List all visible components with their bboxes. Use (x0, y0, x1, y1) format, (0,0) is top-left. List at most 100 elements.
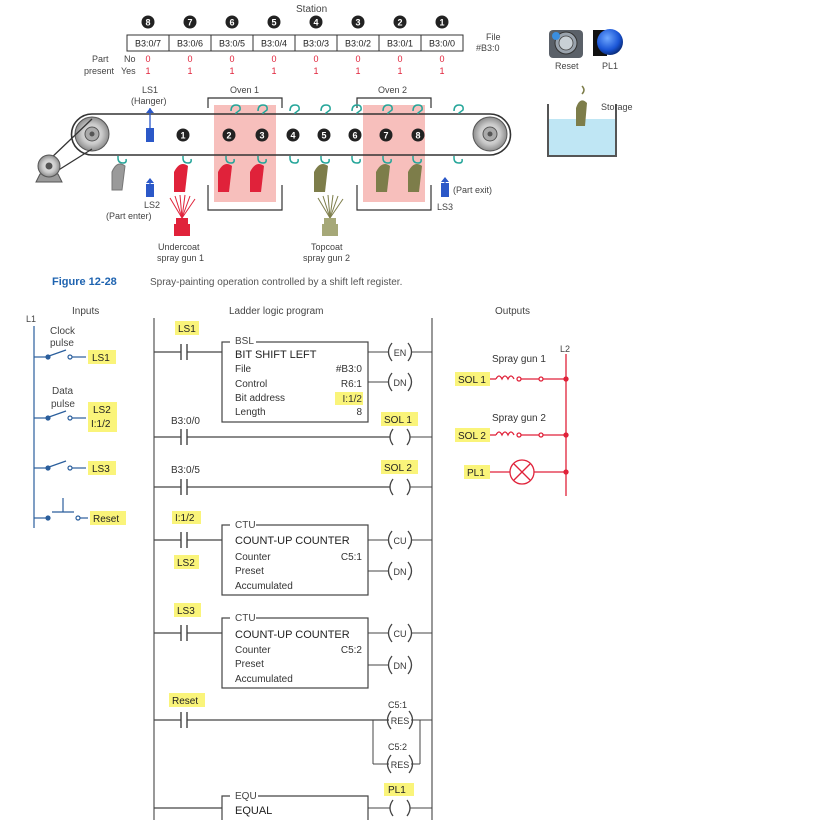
svg-text:0: 0 (229, 54, 234, 64)
hooks (117, 104, 464, 164)
conveyor (70, 113, 512, 156)
part-label: Part (92, 54, 109, 64)
pilot-light-icon (593, 29, 623, 56)
svg-text:Control: Control (235, 379, 267, 390)
svg-text:LS3: LS3 (177, 606, 195, 617)
svg-text:0: 0 (355, 54, 360, 64)
svg-text:8: 8 (356, 407, 362, 418)
inputs-panel: L1 Clock pulse LS1 Data pulse LS2 I:1/2 (26, 314, 126, 528)
outputs-panel: L2 Spray gun 1 SOL 1 Spray gun 2 SOL 2 P… (455, 344, 570, 496)
svg-text:0: 0 (313, 54, 318, 64)
svg-text:Preset: Preset (235, 659, 264, 670)
svg-text:Clock: Clock (50, 326, 76, 337)
svg-text:C5:1: C5:1 (341, 552, 363, 563)
svg-text:COUNT-UP COUNTER: COUNT-UP COUNTER (235, 535, 350, 547)
ctu1-instruction-box (221, 524, 369, 596)
svg-text:DN: DN (394, 378, 407, 388)
svg-text:6: 6 (352, 131, 357, 141)
station-number: 8 (145, 18, 150, 28)
station-number: 4 (313, 18, 318, 28)
svg-text:0: 0 (145, 54, 150, 64)
station-number: 5 (271, 18, 276, 28)
svg-text:Preset: Preset (235, 566, 264, 577)
svg-text:2: 2 (226, 131, 231, 141)
bsl-instruction-box (221, 341, 369, 423)
svg-text:BSL: BSL (235, 336, 254, 347)
svg-text:C5:1: C5:1 (388, 700, 407, 710)
ls1-hanger-label: (Hanger) (131, 96, 167, 106)
svg-text:LS2: LS2 (177, 558, 195, 569)
pl1-label: PL1 (602, 61, 618, 71)
svg-text:#B3:0: #B3:0 (336, 364, 363, 375)
svg-text:SOL 1: SOL 1 (458, 375, 486, 386)
storage-label: Storage (601, 102, 633, 112)
svg-text:7: 7 (383, 131, 388, 141)
svg-text:PL1: PL1 (467, 468, 485, 479)
part-exit-label: (Part exit) (453, 185, 492, 195)
rung-sol2: B3:0/5 SOL 2 (154, 460, 432, 496)
svg-text:EN: EN (394, 348, 407, 358)
ls2-label: LS2 (144, 200, 160, 210)
file-bit: B3:0/7 (135, 39, 161, 49)
rung-sol1: B3:0/0 SOL 1 (154, 412, 432, 446)
svg-text:SOL 2: SOL 2 (458, 431, 486, 442)
figure-label: Figure 12-28 (52, 276, 117, 288)
file-bit: B3:0/4 (261, 39, 287, 49)
station-header: Station 8 7 6 5 4 3 2 1 B3:0/7 B3:0/6 B3… (84, 4, 501, 76)
svg-text:3: 3 (259, 131, 264, 141)
svg-text:Counter: Counter (235, 645, 271, 656)
station-label: Station (296, 4, 327, 15)
l2-label: L2 (560, 344, 570, 354)
svg-text:EQUAL: EQUAL (235, 805, 272, 817)
svg-text:LS1: LS1 (178, 324, 196, 335)
svg-text:LS1: LS1 (92, 353, 110, 364)
file-bit: B3:0/3 (303, 39, 329, 49)
file-bit: B3:0/2 (345, 39, 371, 49)
part-enter-label: (Part enter) (106, 211, 152, 221)
reset-pushbutton-icon (549, 30, 583, 58)
svg-text:DN: DN (394, 661, 407, 671)
station-number: 2 (397, 18, 402, 28)
rung-reset: Reset C5:1 RES C5:2 RES (154, 693, 432, 774)
svg-text:I:1/2: I:1/2 (91, 419, 111, 430)
oven-2 (356, 97, 432, 211)
svg-text:SOL 1: SOL 1 (384, 415, 412, 426)
svg-text:C5:2: C5:2 (388, 742, 407, 752)
solenoid-1-icon (490, 375, 569, 382)
station-number: 3 (355, 18, 360, 28)
file-bit: B3:0/0 (429, 39, 455, 49)
yes-label: Yes (121, 66, 136, 76)
svg-text:1: 1 (397, 66, 402, 76)
topcoat-gun-label: spray gun 2 (303, 253, 350, 263)
svg-text:1: 1 (229, 66, 234, 76)
svg-text:CTU: CTU (235, 520, 256, 531)
svg-text:BIT SHIFT LEFT: BIT SHIFT LEFT (235, 349, 317, 361)
svg-text:1: 1 (187, 66, 192, 76)
svg-text:SOL 2: SOL 2 (384, 463, 412, 474)
svg-text:DN: DN (394, 567, 407, 577)
svg-text:LS3: LS3 (92, 464, 110, 475)
svg-text:5: 5 (321, 131, 326, 141)
oven2-label: Oven 2 (378, 85, 407, 95)
topcoat-label: Topcoat (311, 242, 343, 252)
svg-text:1: 1 (145, 66, 150, 76)
rung-ctu2: LS3 CTU COUNT-UP COUNTER Counter C5:2 Pr… (154, 603, 432, 689)
svg-text:CU: CU (394, 536, 407, 546)
svg-text:0: 0 (397, 54, 402, 64)
reset-label: Reset (555, 61, 579, 71)
ls1-label: LS1 (142, 85, 158, 95)
figure-caption: Spray-painting operation controlled by a… (150, 277, 402, 288)
undercoat-label: Undercoat (158, 242, 200, 252)
solenoid-2-icon (490, 431, 569, 438)
svg-text:EQU: EQU (235, 791, 257, 802)
svg-text:Spray gun 2: Spray gun 2 (492, 413, 546, 424)
svg-text:0: 0 (271, 54, 276, 64)
svg-text:CU: CU (394, 629, 407, 639)
present-label: present (84, 66, 115, 76)
svg-text:File: File (235, 364, 252, 375)
svg-text:pulse: pulse (50, 338, 74, 349)
rung-bsl: LS1 BSL BIT SHIFT LEFT File #B3:0 Contro… (154, 321, 432, 423)
file-bit: B3:0/6 (177, 39, 203, 49)
